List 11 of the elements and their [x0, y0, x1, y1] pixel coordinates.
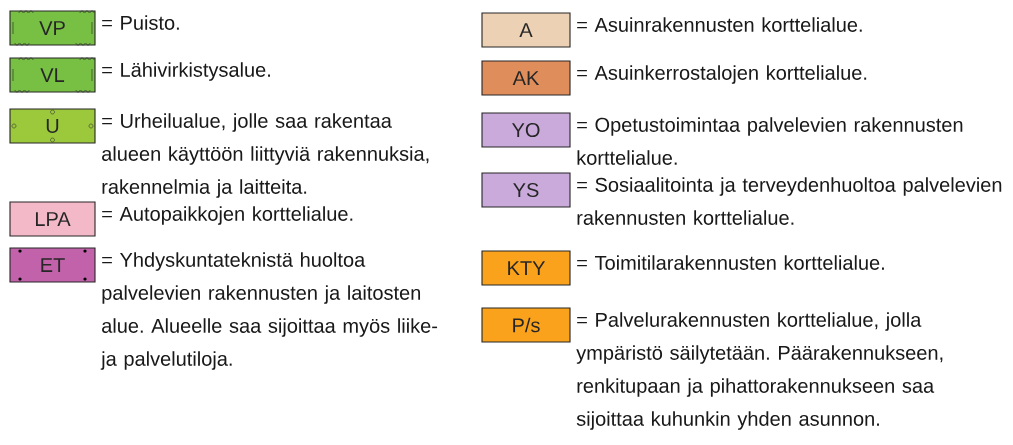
legend-description: = Asuinrakennusten korttelialue.: [577, 17, 862, 32]
legend-description: = Lähivirkistysalue.: [102, 62, 270, 81]
legend-description: = Puisto.: [102, 15, 179, 30]
legend-description: = Palvelurakennusten korttelialue, jolla ympäristö säilytetään. Päärakennukseen, renkitupaan ja pihattorakennukseen saa sijoittaa kuhunkin yhden asunnon.: [576, 312, 943, 430]
legend-description: = Yhdyskuntateknistä huoltoa palvelevien rakennusten ja laitosten alue. Alueelle saa sijoittaa myös liike- ja palvelutiloja.: [100, 252, 438, 370]
legend-description: = Opetustoimintaa palvelevien rakennusten korttelialue.: [577, 117, 963, 165]
legend-description: = Asuinkerrostalojen korttelialue.: [577, 65, 867, 84]
legend-description: = Sosiaalitointa ja terveydenhuoltoa palvelevien rakennusten korttelialue.: [577, 177, 1002, 225]
legend-description: = Toimitilarakennusten korttelialue.: [577, 255, 884, 270]
legend-description: = Urheilualue, jolle saa rakentaa alueen käyttöön liittyviä rakennuksia, rakennelmia ja laitteita.: [102, 113, 429, 198]
legend-description: = Autopaikkojen korttelialue.: [102, 206, 353, 225]
